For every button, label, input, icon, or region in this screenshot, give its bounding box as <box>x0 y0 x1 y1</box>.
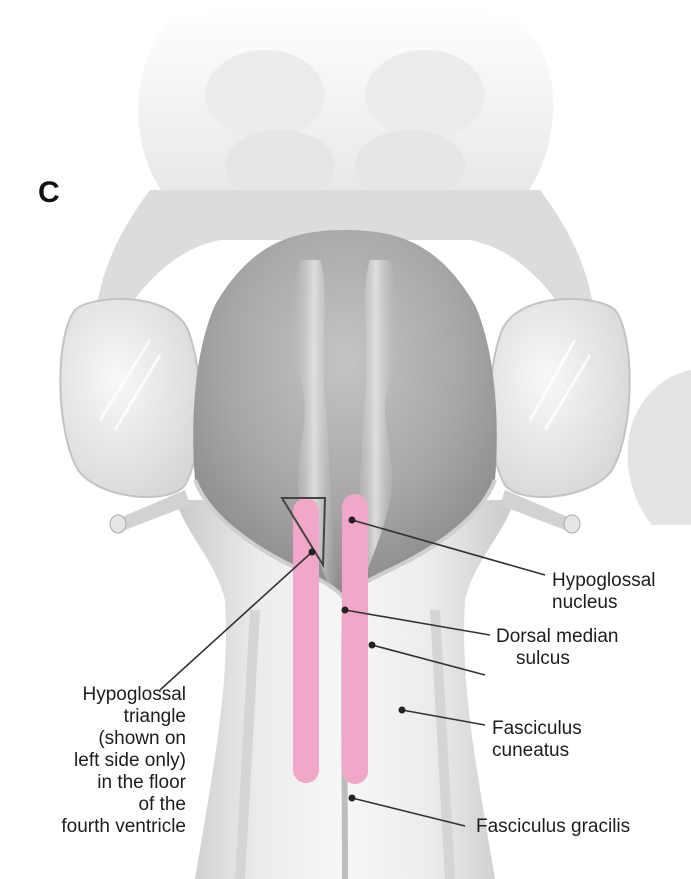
peduncle-left <box>60 299 200 497</box>
label-fasciculus-cuneatus: Fasciculus cuneatus <box>492 718 582 762</box>
label-line: Hypoglossal <box>552 570 656 592</box>
label-dorsal-median-sulcus: Dorsal median sulcus <box>496 626 619 670</box>
hypoglossal-nucleus-right <box>342 494 368 784</box>
adjacent-figure-fragment <box>628 370 691 525</box>
panel-letter: C <box>38 176 60 210</box>
label-line: in the floor <box>8 772 186 794</box>
hypoglossal-nucleus-left <box>293 498 319 783</box>
inferior-colliculus-left <box>225 130 335 200</box>
superior-colliculus-right <box>365 50 485 140</box>
label-line: cuneatus <box>492 740 582 762</box>
label-line: Hypoglossal <box>8 684 186 706</box>
label-line: left side only) <box>8 750 186 772</box>
peduncle-right <box>490 299 630 497</box>
label-line: nucleus <box>552 592 656 614</box>
superior-colliculus-left <box>205 50 325 140</box>
label-line: fourth ventricle <box>8 816 186 838</box>
label-line: Dorsal median <box>496 626 619 648</box>
inferior-colliculus-right <box>355 130 465 200</box>
label-line: sulcus <box>496 648 619 670</box>
label-line: (shown on <box>8 728 186 750</box>
label-fasciculus-gracilis: Fasciculus gracilis <box>476 816 630 838</box>
label-hypoglossal-nucleus: Hypoglossal nucleus <box>552 570 656 614</box>
label-line: Fasciculus gracilis <box>476 816 630 838</box>
label-line: triangle <box>8 706 186 728</box>
label-line: of the <box>8 794 186 816</box>
label-hypoglossal-triangle: Hypoglossal triangle (shown on left side… <box>8 684 186 838</box>
label-line: Fasciculus <box>492 718 582 740</box>
